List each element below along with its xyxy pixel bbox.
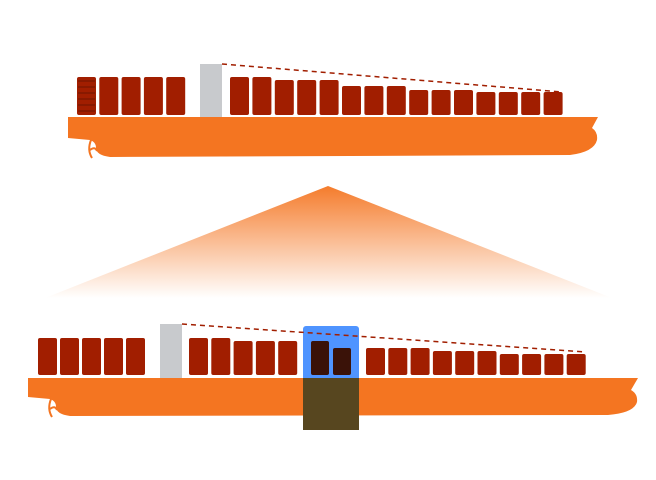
bottom-anchor-icon xyxy=(48,398,58,418)
container xyxy=(566,354,586,375)
container xyxy=(278,341,298,375)
top-sightline xyxy=(221,63,563,93)
highlighted-container xyxy=(311,341,329,375)
container xyxy=(143,77,163,115)
top-bridge xyxy=(200,64,222,117)
container xyxy=(255,341,275,375)
bottom-sightline xyxy=(181,323,587,353)
container xyxy=(409,90,429,115)
container xyxy=(454,90,473,115)
container xyxy=(77,77,96,115)
container xyxy=(410,348,430,375)
container xyxy=(38,338,57,375)
container xyxy=(364,86,384,115)
container xyxy=(431,90,451,115)
highlighted-container xyxy=(333,348,351,375)
top-containers xyxy=(77,77,563,115)
container xyxy=(543,92,563,115)
container xyxy=(252,77,272,115)
top-ship xyxy=(68,63,598,159)
container xyxy=(211,338,231,375)
container xyxy=(521,92,541,115)
container xyxy=(233,341,253,375)
container xyxy=(99,77,119,115)
container xyxy=(230,77,249,115)
top-hull xyxy=(68,117,598,157)
container xyxy=(522,354,542,375)
bottom-ship xyxy=(28,323,638,430)
container xyxy=(477,351,497,375)
container xyxy=(126,338,145,375)
container xyxy=(82,338,101,375)
container xyxy=(388,348,408,375)
container xyxy=(342,86,361,115)
top-anchor-icon xyxy=(88,139,98,159)
zoom-triangle-icon xyxy=(45,186,612,298)
container xyxy=(498,92,518,115)
bottom-bridge xyxy=(160,324,182,378)
container xyxy=(319,80,339,115)
highlight-hull-overlay xyxy=(303,378,359,430)
container xyxy=(386,86,406,115)
container xyxy=(476,92,496,115)
container xyxy=(104,338,123,375)
container xyxy=(121,77,141,115)
container xyxy=(366,348,385,375)
container xyxy=(432,351,452,375)
container xyxy=(297,80,317,115)
container xyxy=(455,351,475,375)
container xyxy=(544,354,564,375)
container xyxy=(166,77,186,115)
container xyxy=(60,338,79,375)
container xyxy=(274,80,294,115)
container xyxy=(499,354,519,375)
container xyxy=(189,338,208,375)
bottom-containers xyxy=(38,338,586,375)
